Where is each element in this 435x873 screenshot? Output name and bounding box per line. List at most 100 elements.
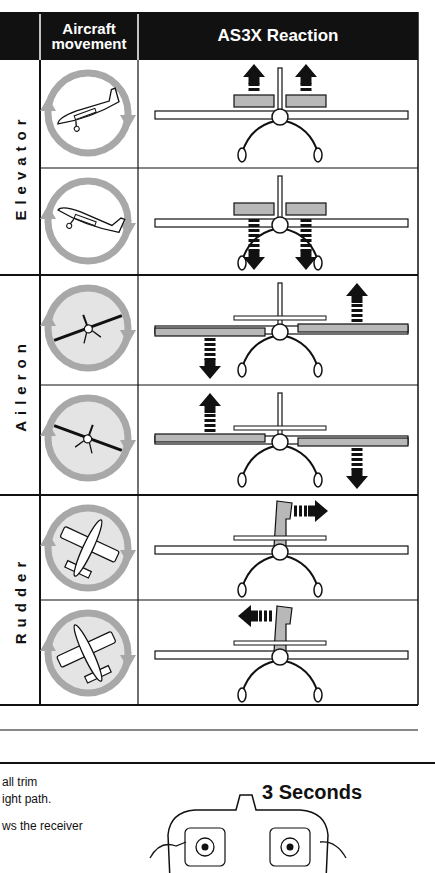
arrow-stem xyxy=(301,76,312,84)
header-band xyxy=(0,12,418,60)
wheel xyxy=(238,583,246,597)
wheel xyxy=(314,148,322,162)
plane-wing xyxy=(74,108,96,119)
wheel xyxy=(314,583,322,597)
wheel xyxy=(238,148,246,162)
wheel xyxy=(314,473,322,487)
plane-fuselage xyxy=(70,623,105,683)
wheel xyxy=(314,363,322,377)
elevator-surface xyxy=(234,203,274,215)
plane-fuselage xyxy=(83,324,93,334)
landing-gear xyxy=(285,336,318,368)
group-rule xyxy=(0,704,418,706)
stick-top xyxy=(202,844,209,851)
rotation-arrowhead xyxy=(120,330,136,344)
rotation-arrowhead xyxy=(40,422,56,436)
arrow-stem xyxy=(205,405,216,413)
stabilizer xyxy=(234,536,326,540)
movement-icon xyxy=(40,507,136,589)
wheel xyxy=(238,688,246,702)
arrow-stem xyxy=(301,250,312,258)
stabilizer xyxy=(234,641,326,645)
header-divider xyxy=(137,14,139,60)
plane-wing xyxy=(54,426,122,451)
elevator-surface xyxy=(234,95,274,107)
arrow-head xyxy=(346,283,368,296)
row-rule xyxy=(40,167,418,168)
fuselage xyxy=(272,217,288,233)
transmitter xyxy=(150,795,346,873)
arrow-stem xyxy=(352,469,363,477)
rotation-arrowhead xyxy=(120,115,136,129)
aileron-surface xyxy=(298,438,408,446)
arrow-head xyxy=(199,393,221,406)
rotation-ring xyxy=(48,181,128,261)
small-plane xyxy=(49,303,126,353)
row-label: Rudder xyxy=(12,556,29,645)
rotation-arrowhead xyxy=(40,637,56,651)
arrow-stem xyxy=(294,506,309,517)
section-rule xyxy=(0,730,418,731)
fin xyxy=(278,176,282,221)
arrow-stem xyxy=(352,295,363,303)
note-text: ight path. xyxy=(2,792,51,806)
arrow-head xyxy=(243,64,265,77)
front-view-plane xyxy=(155,605,408,702)
landing-gear xyxy=(285,121,318,153)
landing-gear xyxy=(242,336,275,368)
landing-gear xyxy=(242,556,275,588)
row-label: Aileron xyxy=(12,338,29,432)
column-rule xyxy=(39,60,41,705)
landing-gear xyxy=(242,446,275,478)
plane-side xyxy=(53,88,121,127)
stick-top xyxy=(287,844,294,851)
aileron-surface xyxy=(155,328,265,336)
arrow-stem xyxy=(249,250,260,258)
landing-gear xyxy=(285,556,318,588)
fin xyxy=(278,393,282,438)
column-header: AS3X Reaction xyxy=(138,12,418,60)
plane-gear xyxy=(81,329,101,344)
front-view-plane xyxy=(155,176,408,270)
rotation-arrowhead xyxy=(120,440,136,454)
movement-icon xyxy=(40,181,136,261)
hand xyxy=(150,842,346,858)
gimbal xyxy=(185,828,225,866)
landing-gear xyxy=(285,661,318,693)
rotation-ring xyxy=(48,508,128,588)
fin xyxy=(278,283,282,328)
rotation-ring xyxy=(48,398,128,478)
rotation-ring xyxy=(48,288,128,368)
front-view-plane xyxy=(155,64,408,162)
arrow-head xyxy=(199,366,221,379)
arrow-stem xyxy=(301,219,312,251)
arrow-stem xyxy=(352,448,363,470)
plane-fuselage xyxy=(83,434,93,444)
arrow-stem xyxy=(205,338,216,360)
arrow-stem xyxy=(257,611,272,622)
movement-icon xyxy=(40,398,136,478)
rotation-arrowhead xyxy=(40,312,56,326)
rotation-arrowhead xyxy=(40,97,56,111)
plane-gear xyxy=(75,439,95,454)
group-rule xyxy=(0,494,418,496)
group-rule xyxy=(0,274,418,276)
small-plane xyxy=(48,612,129,694)
column-header: Aircraft movement xyxy=(40,12,138,60)
front-view-plane xyxy=(155,283,408,379)
landing-gear xyxy=(242,121,275,153)
arrow-head xyxy=(238,605,251,627)
rotation-arrowhead xyxy=(120,550,136,564)
arrow-stem xyxy=(308,506,316,517)
aileron-surface xyxy=(155,434,265,442)
plane-side xyxy=(57,197,125,236)
arrow-stem xyxy=(301,83,312,91)
fuselage xyxy=(272,109,288,125)
front-view-plane xyxy=(155,393,408,489)
rotation-ring xyxy=(48,613,128,693)
landing-gear xyxy=(242,661,275,693)
plane-wheel xyxy=(74,126,80,132)
arrow-head xyxy=(315,500,328,522)
